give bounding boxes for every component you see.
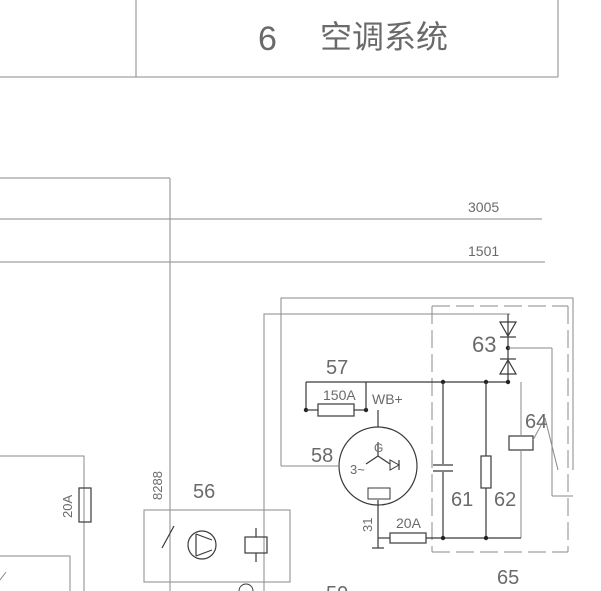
switch-icon (161, 525, 175, 549)
wire-label-3005: 3005 (468, 199, 499, 215)
bus-lines: 3005 1501 (0, 177, 545, 591)
fuse-left-icon (78, 487, 92, 523)
fuse-150a-icon (317, 403, 355, 417)
module-box-65: 65 (431, 305, 569, 589)
label-65: 65 (497, 567, 519, 589)
fuse-20a-icon (389, 532, 427, 544)
section-title: 空调系统 (320, 19, 448, 55)
capacitor-61: 61 (433, 382, 473, 538)
rectifier-diode-icon (389, 459, 401, 471)
label-56: 56 (193, 481, 215, 503)
label-57: 57 (326, 357, 348, 379)
label-31: 31 (360, 518, 375, 532)
diode-icon (498, 321, 518, 338)
label-63: 63 (472, 332, 496, 357)
ground-bus: 20A 31 (360, 500, 521, 549)
relay-coil-64: 64 (508, 382, 559, 538)
resistor-icon (480, 455, 492, 489)
diode-icon (498, 358, 518, 375)
main-b-plus-line: 57 150A WB+ (303, 357, 511, 417)
regulator-icon (367, 487, 391, 500)
label-62: 62 (494, 489, 516, 511)
wire-label-1501: 1501 (468, 243, 499, 259)
label-20a-left: 20A (60, 495, 75, 518)
left-fuse-box: 20A (0, 455, 92, 591)
label-3-phase: 3~ (350, 462, 365, 477)
label-wb-plus: WB+ (372, 391, 403, 407)
label-150a: 150A (323, 387, 356, 403)
label-g: G (374, 441, 383, 455)
diode-pair-63: 63 (472, 314, 573, 497)
label-8288: 8288 (150, 471, 165, 500)
compressor-icon (187, 530, 217, 560)
label-59-partial: 59 (326, 583, 348, 591)
compressor-clutch-56: 56 8288 59 (143, 471, 348, 591)
label-20a-ground: 20A (396, 515, 422, 531)
label-58: 58 (311, 445, 333, 467)
resistor-62: 62 (480, 382, 516, 538)
loop-wires (263, 297, 574, 591)
title-block: 6 空调系统 (0, 0, 559, 78)
generator-58: G 3~ 58 (281, 410, 418, 506)
label-64: 64 (525, 411, 547, 433)
section-number: 6 (258, 20, 277, 58)
label-61: 61 (451, 489, 473, 511)
